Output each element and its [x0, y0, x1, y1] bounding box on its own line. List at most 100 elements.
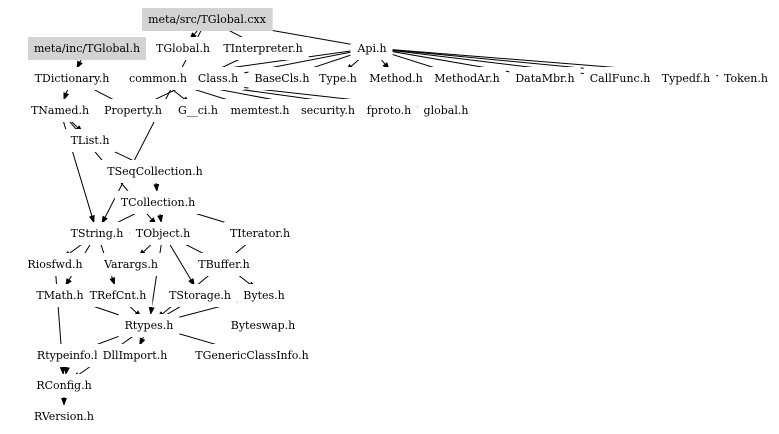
node-label: TGenericClassInfo.h [195, 349, 308, 362]
node-label: TGlobal.h [156, 42, 210, 55]
node-TGenericClassInfo[interactable]: TGenericClassInfo.h [189, 344, 315, 367]
node-RVersion[interactable]: RVersion.h [27, 405, 101, 428]
node-Class[interactable]: Class.h [191, 67, 245, 90]
node-box [24, 99, 96, 122]
node-label: meta/src/TGlobal.cxx [148, 13, 267, 26]
node-label: DllImport.h [103, 349, 168, 362]
node-RConfig[interactable]: RConfig.h [30, 374, 98, 397]
node-label: Riosfwd.h [27, 258, 82, 271]
node-TStorage[interactable]: TStorage.h [163, 284, 237, 307]
node-box [655, 67, 717, 90]
node-Rtypeinfo[interactable]: Rtypeinfo.h [30, 344, 108, 367]
node-label: RVersion.h [34, 410, 94, 423]
node-TList[interactable]: TList.h [64, 129, 116, 152]
node-box [64, 129, 116, 152]
node-TGlobal[interactable]: TGlobal.h [150, 37, 216, 60]
node-Bytes[interactable]: Bytes.h [237, 284, 291, 307]
node-global[interactable]: global.h [417, 99, 475, 122]
node-label: Property.h [104, 104, 162, 117]
node-label: Method.h [369, 72, 423, 85]
node-common[interactable]: common.h [123, 67, 193, 90]
node-label: TList.h [71, 134, 110, 147]
node-CallFunc[interactable]: CallFunc.h [583, 67, 657, 90]
node-label: Type.h [319, 72, 357, 85]
node-incTGlobal[interactable]: meta/inc/TGlobal.h [27, 37, 147, 60]
node-box [98, 99, 168, 122]
node-Property[interactable]: Property.h [98, 99, 168, 122]
node-box [171, 99, 225, 122]
node-box [428, 67, 506, 90]
node-box [237, 284, 291, 307]
node-box [114, 191, 202, 214]
node-highlight-box [142, 8, 273, 31]
node-label: TNamed.h [31, 104, 89, 117]
node-label: TStorage.h [169, 289, 231, 302]
node-TBuffer[interactable]: TBuffer.h [192, 253, 256, 276]
node-label: Byteswap.h [231, 319, 295, 332]
node-box [83, 284, 153, 307]
node-box [583, 67, 657, 90]
node-box [509, 67, 581, 90]
node-BaseCls[interactable]: BaseCls.h [248, 67, 316, 90]
node-TIterator[interactable]: TIterator.h [223, 222, 297, 245]
node-box [295, 99, 361, 122]
node-box [224, 99, 296, 122]
node-TObject[interactable]: TObject.h [129, 222, 197, 245]
node-Typedf[interactable]: Typedf.h [655, 67, 717, 90]
node-box [191, 67, 245, 90]
node-fproto[interactable]: fproto.h [360, 99, 418, 122]
node-Varargs[interactable]: Varargs.h [97, 253, 164, 276]
node-label: Token.h [724, 72, 768, 85]
node-box [248, 67, 316, 90]
node-label: DataMbr.h [515, 72, 574, 85]
edge-TObject-to-TStorage [167, 240, 196, 287]
node-TInterpreter[interactable]: TInterpreter.h [217, 37, 309, 60]
node-Type[interactable]: Type.h [313, 67, 363, 90]
node-Rtypes[interactable]: Rtypes.h [118, 314, 180, 337]
node-label: Typedf.h [662, 72, 710, 85]
node-box [30, 284, 90, 307]
node-label: global.h [424, 104, 469, 117]
node-TNamed[interactable]: TNamed.h [24, 99, 96, 122]
node-Gci[interactable]: G__ci.h [171, 99, 225, 122]
node-label: TRefCnt.h [90, 289, 147, 302]
node-box [313, 67, 363, 90]
node-TRefCnt[interactable]: TRefCnt.h [83, 284, 153, 307]
node-label: MethodAr.h [434, 72, 500, 85]
node-Method[interactable]: Method.h [363, 67, 429, 90]
node-Api[interactable]: Api.h [350, 37, 393, 60]
node-Byteswap[interactable]: Byteswap.h [224, 314, 302, 337]
node-TCollection[interactable]: TCollection.h [114, 191, 202, 214]
node-label: TCollection.h [121, 196, 195, 209]
node-box [718, 67, 774, 90]
node-box [223, 222, 297, 245]
node-cxx[interactable]: meta/src/TGlobal.cxx [142, 8, 273, 31]
node-security[interactable]: security.h [295, 99, 361, 122]
node-label: Rtypes.h [125, 319, 174, 332]
node-DllImport[interactable]: DllImport.h [96, 344, 174, 367]
node-box [129, 222, 197, 245]
node-label: BaseCls.h [255, 72, 310, 85]
node-box [217, 37, 309, 60]
node-box [97, 253, 164, 276]
node-label: TInterpreter.h [223, 42, 302, 55]
node-label: Varargs.h [103, 258, 158, 271]
node-box [224, 314, 302, 337]
node-label: Bytes.h [243, 289, 284, 302]
node-TString[interactable]: TString.h [64, 222, 130, 245]
node-DataMbr[interactable]: DataMbr.h [509, 67, 581, 90]
node-memtest[interactable]: memtest.h [224, 99, 296, 122]
node-label: security.h [301, 104, 355, 117]
node-Token[interactable]: Token.h [718, 67, 774, 90]
node-TDictionary[interactable]: TDictionary.h [28, 67, 116, 90]
node-TMath[interactable]: TMath.h [30, 284, 90, 307]
node-label: TMath.h [36, 289, 83, 302]
node-label: TIterator.h [230, 227, 290, 240]
node-MethodAr[interactable]: MethodAr.h [428, 67, 506, 90]
node-Riosfwd[interactable]: Riosfwd.h [21, 253, 89, 276]
node-box [417, 99, 475, 122]
node-TSeqCollection[interactable]: TSeqCollection.h [101, 160, 209, 183]
node-label: TBuffer.h [198, 258, 249, 271]
